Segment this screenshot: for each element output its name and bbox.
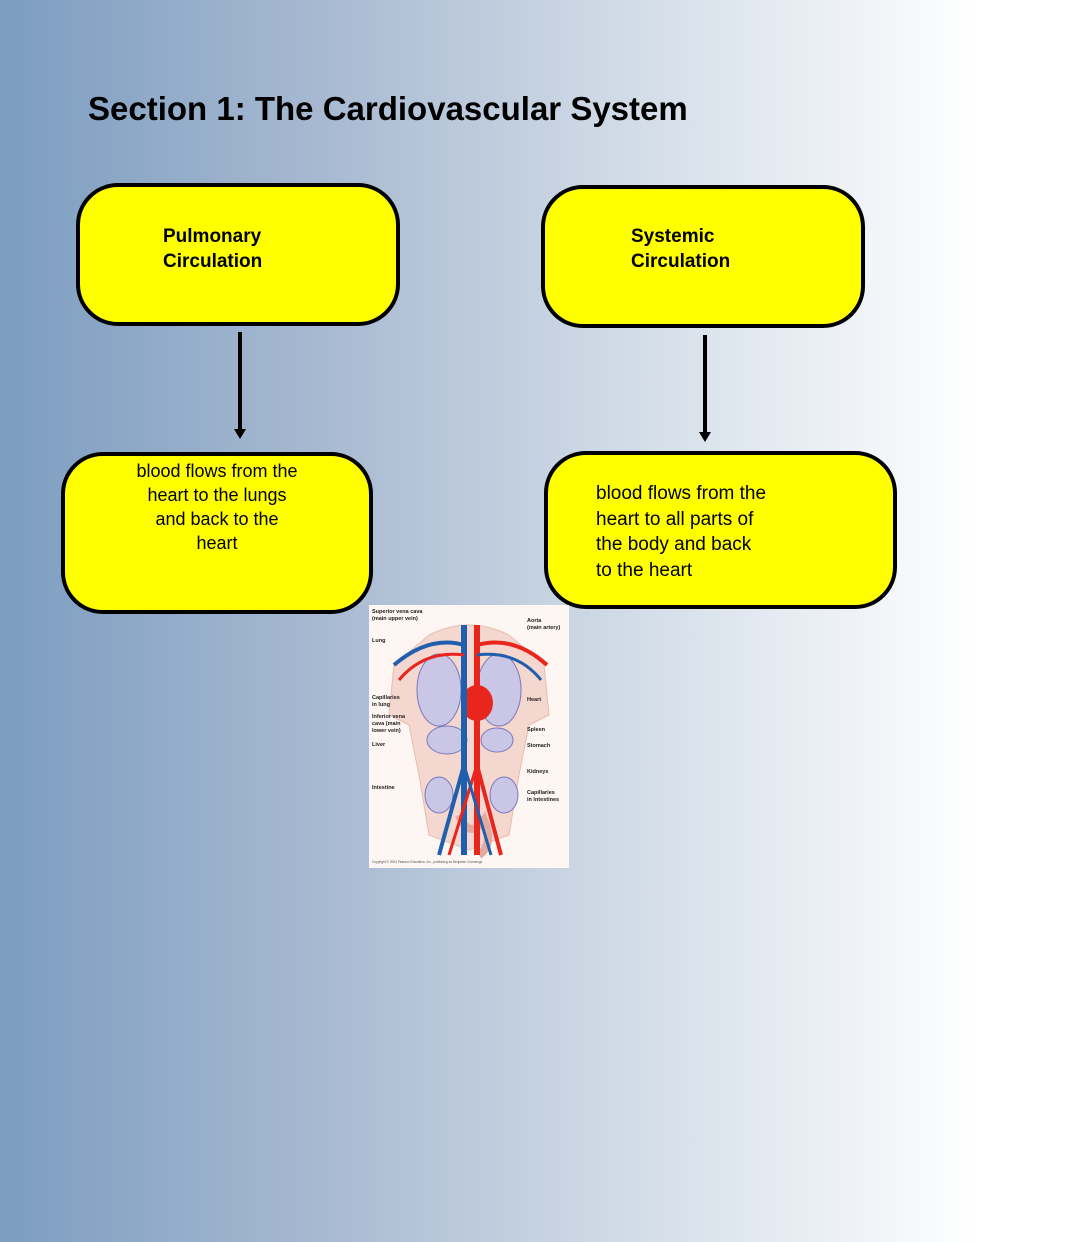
- label-main-upper-vein: (main upper vein): [372, 616, 418, 622]
- systemic-desc-line: to the heart: [596, 559, 693, 581]
- pulmonary-circulation-box: [76, 183, 400, 326]
- label-inferior-vena: Inferior vena: [372, 714, 406, 720]
- label-capillaries-lung: Capillaries: [372, 695, 400, 701]
- page-title: Section 1: The Cardiovascular System: [88, 90, 688, 127]
- label-stomach: Stomach: [527, 743, 551, 749]
- systemic-circulation-box: [541, 185, 865, 328]
- pulmonary-label-line: Pulmonary: [163, 226, 262, 247]
- label-lower-vein: lower vein): [372, 728, 401, 734]
- pulmonary-desc-line: and back to the: [155, 509, 279, 529]
- pulmonary-arrow: [234, 332, 246, 439]
- intestine-right: [489, 776, 519, 814]
- label-superior-vena-cava: Superior vena cava: [372, 609, 423, 615]
- label-aorta: Aorta: [527, 618, 542, 624]
- label-heart: Heart: [527, 697, 541, 703]
- label-intestine: Intestine: [372, 785, 395, 791]
- left-lung: [416, 653, 462, 727]
- label-cava-main: cava (main: [372, 721, 401, 727]
- label-kidneys: Kidneys: [527, 769, 548, 775]
- stomach: [480, 727, 514, 753]
- systemic-desc-line: heart to all parts of: [596, 508, 754, 530]
- label-spleen: Spleen: [527, 727, 546, 733]
- label-capillaries-intestines: Capillaries: [527, 790, 555, 796]
- pulmonary-label-line: Circulation: [163, 251, 263, 272]
- systemic-desc-line: the body and back: [596, 534, 752, 555]
- label-main-artery: (main artery): [527, 625, 560, 631]
- systemic-label-line: Circulation: [631, 251, 731, 272]
- circulatory-system-illustration: Superior vena cava (main upper vein) Lun…: [369, 605, 569, 868]
- label-in-lung: in lung: [372, 702, 390, 708]
- pulmonary-desc-line: blood flows from the: [136, 461, 298, 481]
- label-in-intestines: in intestines: [527, 797, 559, 803]
- label-liver: Liver: [372, 742, 386, 748]
- systemic-circulation-label: Systemic Circulation: [631, 224, 730, 274]
- systemic-description: blood flows from the heart to all parts …: [596, 481, 806, 583]
- pulmonary-description-box: [61, 452, 373, 614]
- systemic-desc-line: blood flows from the: [596, 483, 767, 504]
- pulmonary-circulation-label: Pulmonary Circulation: [163, 224, 262, 274]
- intestine-left: [424, 776, 454, 814]
- systemic-label-line: Systemic: [631, 226, 715, 247]
- systemic-arrow: [699, 335, 711, 442]
- label-lung: Lung: [372, 638, 385, 644]
- illustration-copyright: Copyright © 2004 Pearson Education, Inc.…: [372, 860, 483, 864]
- pulmonary-desc-line: heart: [196, 533, 238, 553]
- pulmonary-description: blood flows from the heart to the lungs …: [100, 459, 334, 555]
- pulmonary-desc-line: heart to the lungs: [147, 485, 287, 505]
- systemic-description-box: [544, 451, 897, 609]
